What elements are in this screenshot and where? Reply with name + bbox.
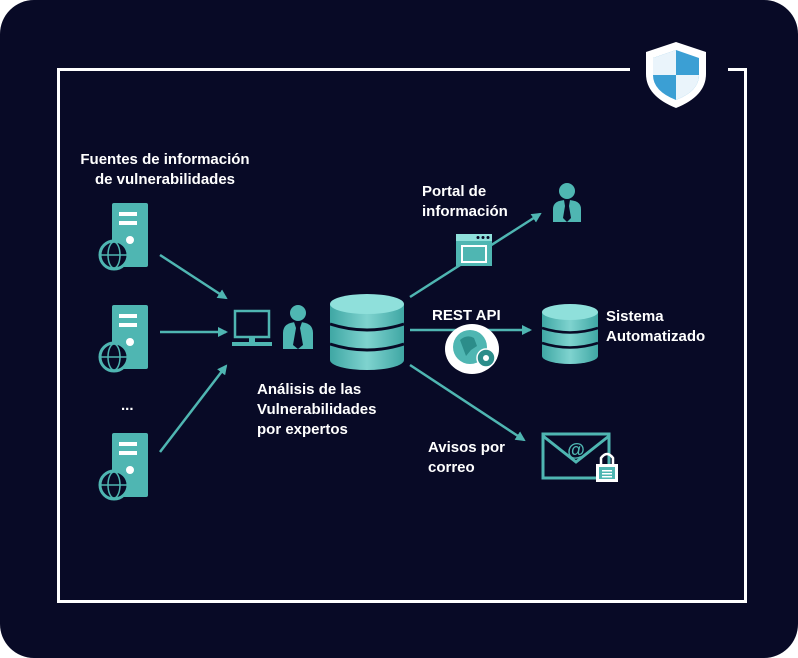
analysis-label: Análisis de las Vulnerabilidades por exp… (257, 380, 376, 440)
arrow-source-3 (159, 364, 228, 453)
mail-label-line-2: correo (428, 459, 475, 476)
central-database-icon (329, 294, 405, 370)
portal-label: Portal de información (422, 182, 508, 222)
mail-label-line-1: Avisos por (428, 439, 505, 456)
portal-label-line-2: información (422, 203, 508, 220)
system-label: Sistema Automatizado (606, 307, 705, 347)
user-person-icon (553, 183, 581, 222)
analysis-label-line-3: por expertos (257, 421, 348, 438)
portal-browser-icon (456, 234, 492, 266)
portal-label-line-1: Portal de (422, 183, 487, 200)
api-globe-gear-icon (445, 324, 499, 374)
analysis-label-line-2: Vulnerabilidades (257, 401, 377, 418)
arrow-source-1 (159, 253, 228, 300)
source-server-icon (98, 305, 148, 373)
system-label-line-2: Automatizado (606, 328, 706, 345)
analysis-label-line-1: Análisis de las (257, 381, 362, 398)
source-server-icon (98, 433, 148, 501)
diagram-frame (57, 68, 747, 603)
mail-label: Avisos por correo (428, 438, 505, 478)
mail-envelope-icon: @ (541, 432, 618, 482)
ellipsis-label: ... (121, 397, 134, 414)
system-database-icon (541, 304, 599, 364)
source-server-icon (98, 203, 148, 271)
sources-title-line-1: Fuentes de información (80, 151, 250, 168)
expert-person-icon (283, 305, 313, 349)
sources-title-line-2: de vulnerabilidades (94, 171, 236, 188)
svg-text:@: @ (567, 440, 585, 460)
sources-title: Fuentes de información de vulnerabilidad… (60, 150, 270, 190)
shield-icon (646, 42, 706, 108)
rest-api-label: REST API (432, 307, 501, 324)
system-label-line-1: Sistema (606, 308, 664, 325)
monitor-icon (232, 309, 272, 346)
arrow-to-mail (409, 363, 526, 442)
